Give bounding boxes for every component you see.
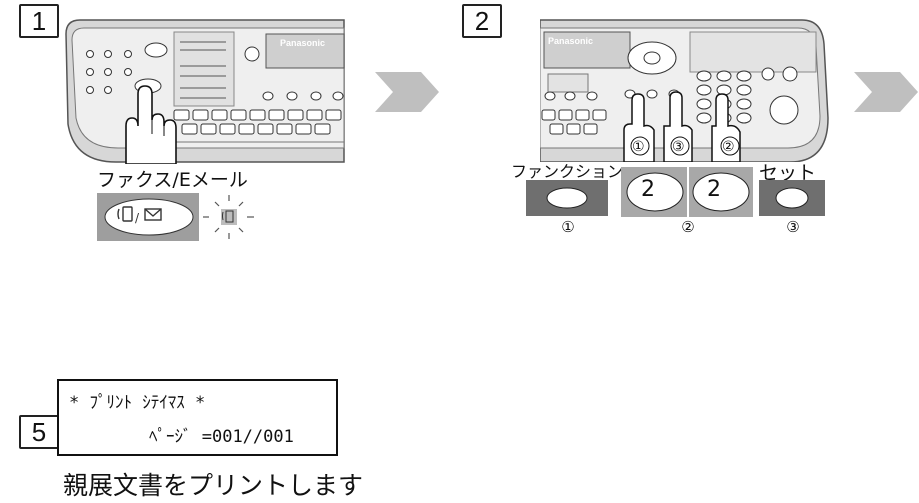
next-arrow-icon: [854, 72, 918, 112]
pointing-hand-icon: [125, 85, 177, 164]
fax-icon: [117, 206, 133, 222]
lamp-lit-icon: [214, 195, 244, 239]
fax-machine-panel-step2: Panasonic ① ③ ②: [540, 19, 829, 162]
print-confidential-description: 親展文書をプリントします: [63, 471, 364, 500]
lcd-line-1: * ﾌﾟﾘﾝﾄ ｼﾃｲﾏｽ *: [69, 393, 206, 413]
function-key-label: ファンクション: [511, 162, 624, 181]
lcd-display: * ﾌﾟﾘﾝﾄ ｼﾃｲﾏｽ * ﾍﾟｰｼﾞ =001//001: [57, 379, 338, 456]
next-arrow-icon: [375, 72, 439, 112]
digit-2-buttons-illustration: [621, 167, 753, 217]
hand-marker-2: ②: [722, 139, 735, 155]
brand-logo-step1: Panasonic: [280, 38, 325, 48]
digit-step-marker: ②: [681, 218, 695, 236]
email-envelope-icon: [144, 208, 162, 221]
function-step-marker: ①: [561, 218, 575, 236]
step-5-number: 5: [19, 415, 59, 449]
svg-text:/: /: [135, 211, 140, 225]
set-step-marker: ③: [786, 218, 800, 236]
set-button-illustration: [759, 180, 825, 216]
step-2-number: 2: [462, 4, 502, 38]
function-button-illustration: [526, 180, 608, 216]
fax-machine-panel-step1: Panasonic: [65, 19, 345, 164]
lcd-line-2: ﾍﾟｰｼﾞ =001//001: [149, 427, 294, 447]
hand-marker-1: ①: [632, 139, 645, 155]
fax-email-key-illustration: /: [97, 193, 254, 241]
step-1-number: 1: [19, 4, 59, 38]
digit-key-b-label: 2: [707, 177, 721, 202]
hand-marker-3: ③: [672, 139, 685, 155]
digit-key-a-label: 2: [641, 177, 655, 202]
set-key-label: セット: [759, 162, 817, 184]
fax-email-key-label: ファクス/Eメール: [97, 169, 248, 191]
brand-logo-step2: Panasonic: [548, 36, 593, 46]
